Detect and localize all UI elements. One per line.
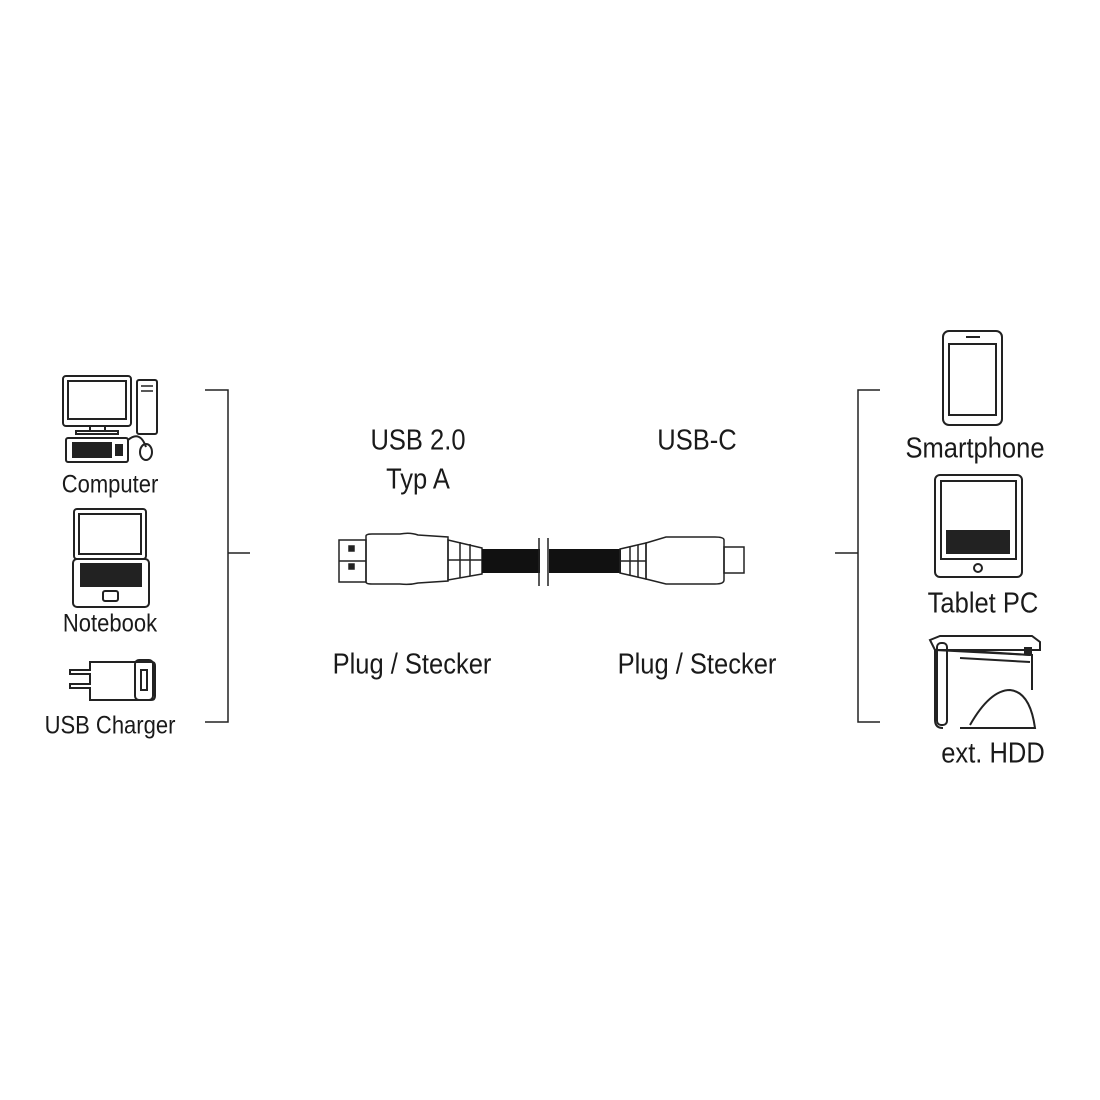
tablet-icon (934, 474, 1023, 578)
notebook-icon (72, 508, 150, 608)
connector-c-title: USB-C (657, 424, 737, 457)
usb-a-plug (338, 532, 483, 586)
connector-a-subtitle: Typ A (386, 463, 450, 496)
device-label-usb-charger: USB Charger (44, 711, 176, 740)
device-label-hdd: ext. HDD (941, 737, 1045, 770)
device-label-notebook: Notebook (62, 609, 158, 638)
device-label-tablet: Tablet PC (927, 587, 1039, 620)
usb-c-plug (619, 536, 745, 585)
external-hdd-icon (928, 635, 1041, 729)
usb-charger-icon (69, 659, 156, 701)
smartphone-icon (942, 330, 1003, 426)
device-label-smartphone: Smartphone (905, 432, 1045, 465)
cable-break-mark (538, 538, 549, 586)
connector-c-caption: Plug / Stecker (617, 648, 777, 681)
cable-segment (549, 549, 621, 573)
left-bracket (205, 389, 250, 723)
desktop-computer-icon (62, 375, 158, 463)
right-bracket (835, 389, 880, 723)
cable-segment (482, 549, 540, 573)
device-label-computer: Computer (61, 470, 159, 499)
connector-a-caption: Plug / Stecker (332, 648, 492, 681)
usb-cable-illustration (338, 532, 745, 586)
connector-a-title: USB 2.0 (370, 424, 466, 457)
